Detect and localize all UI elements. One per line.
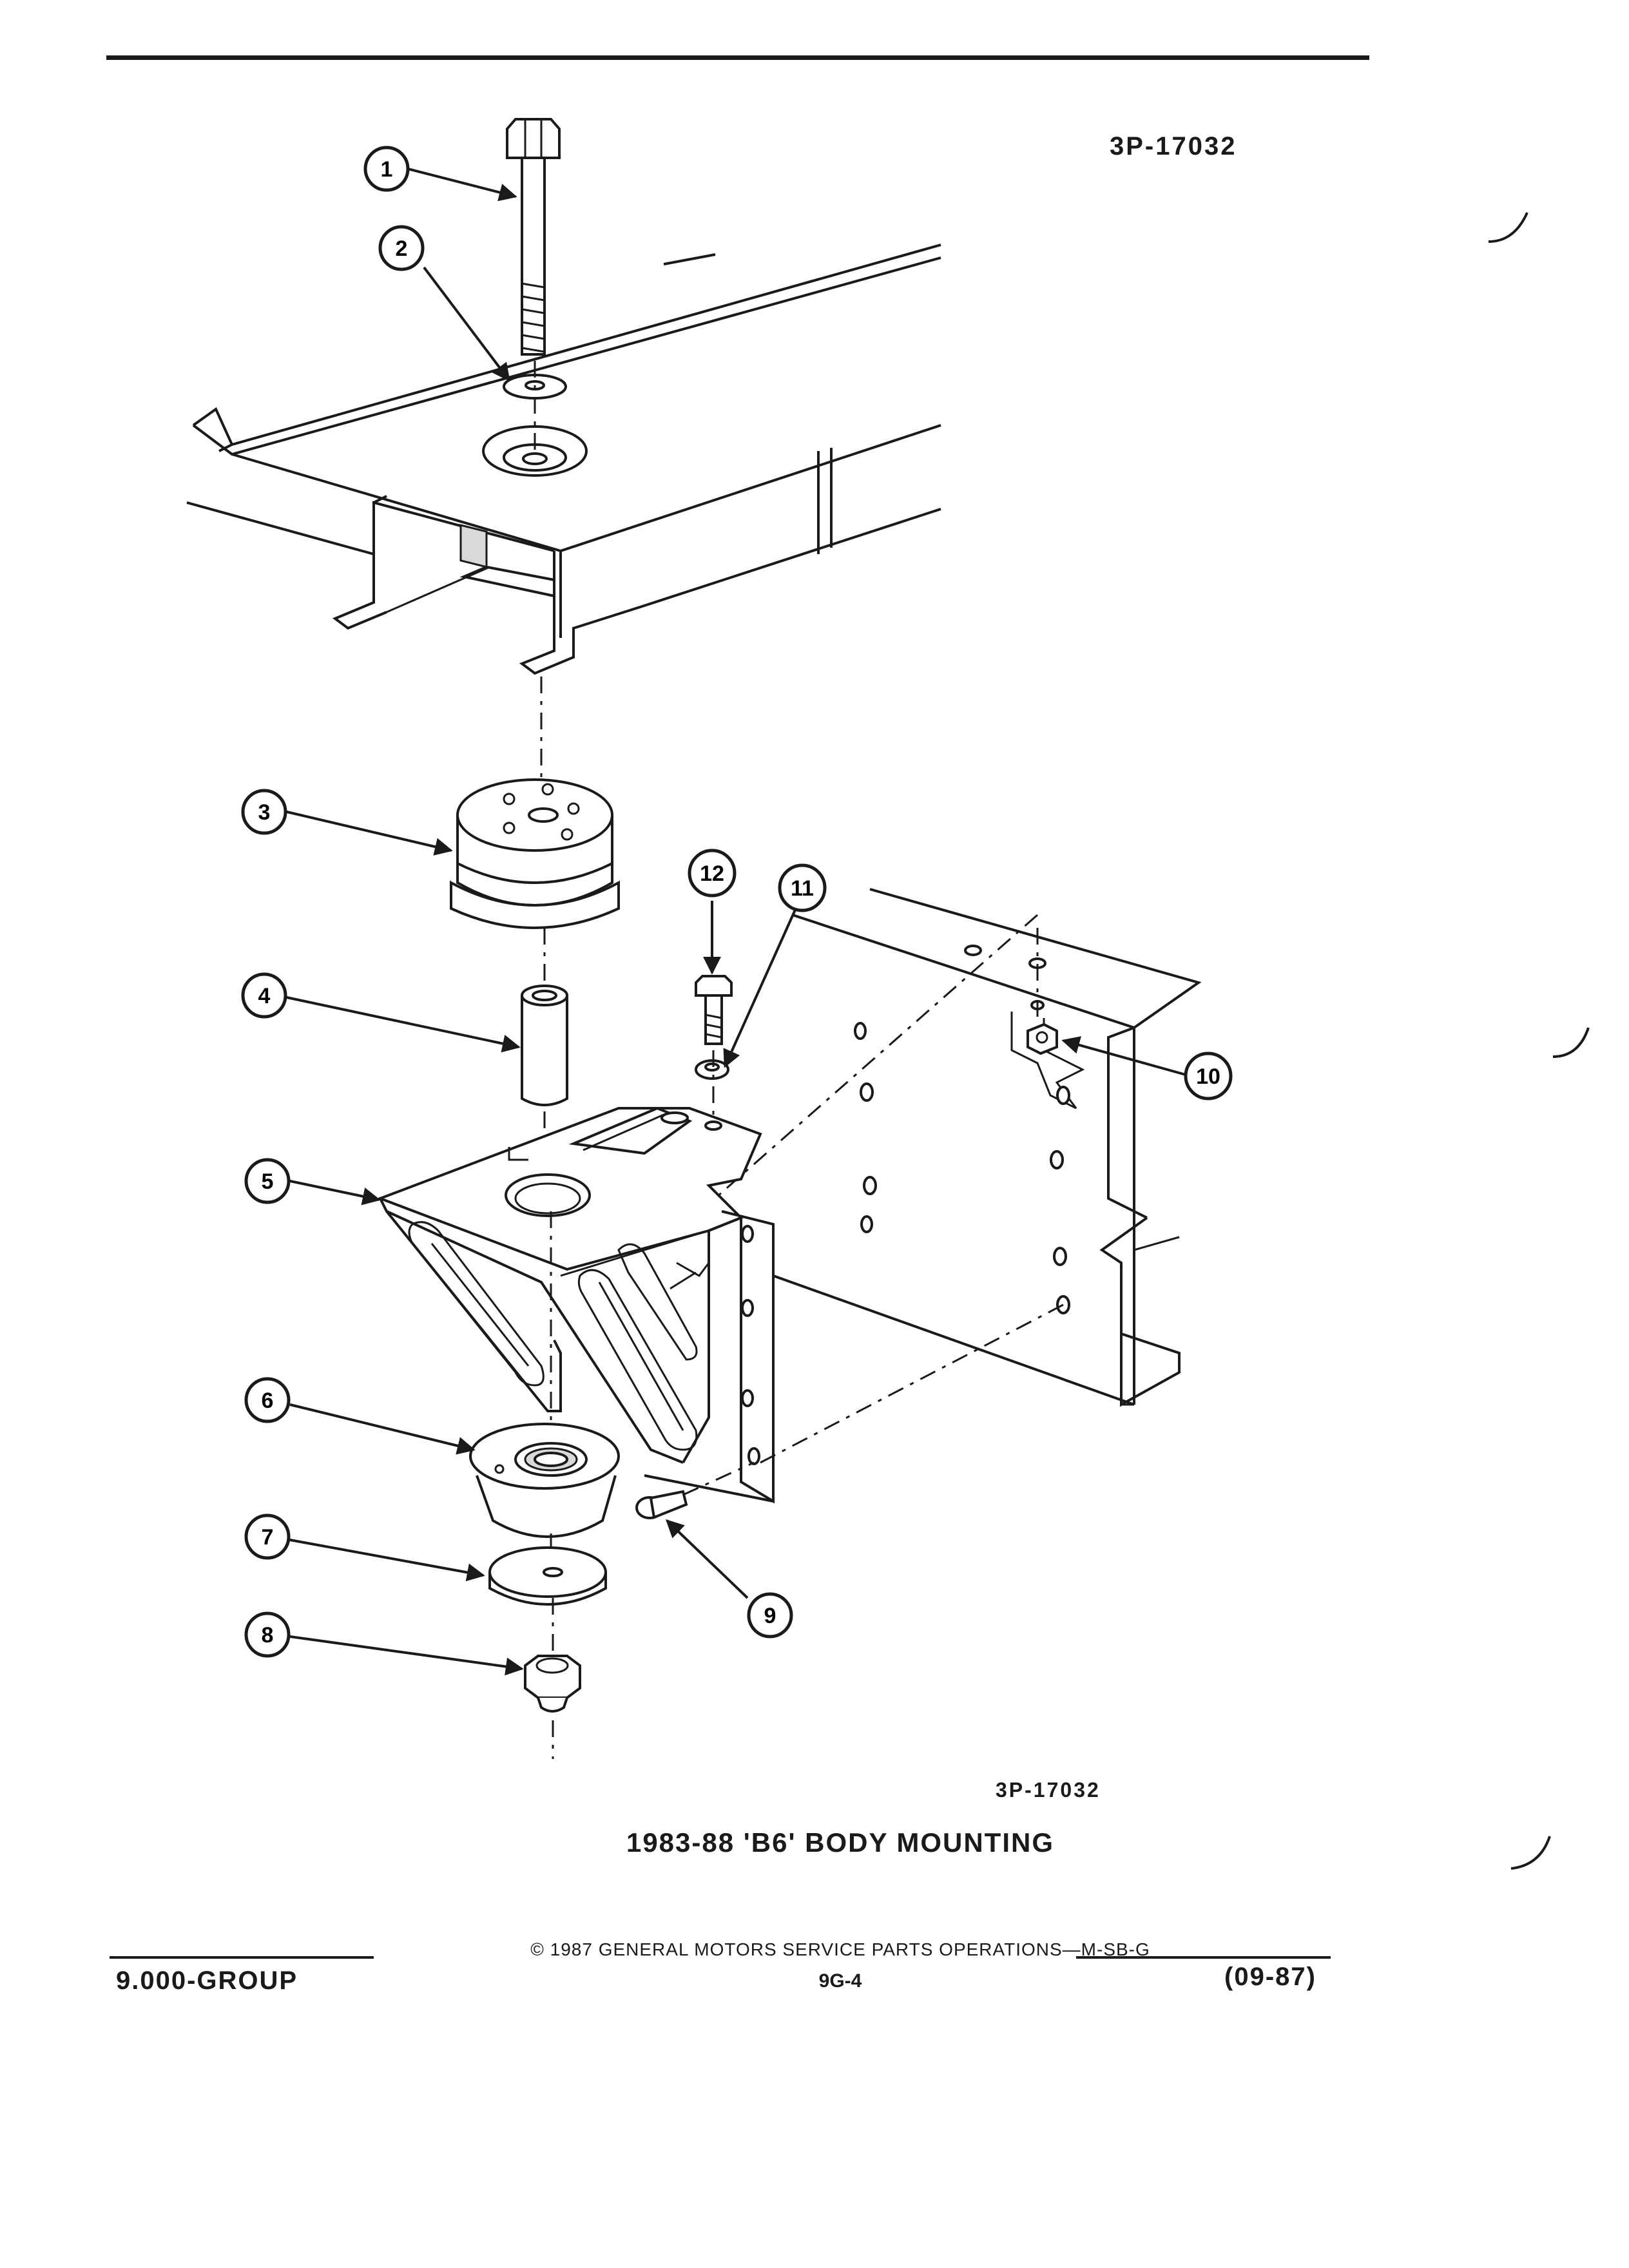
revision-date: (09-87) [1224,1963,1316,1991]
lower-cushion-part-6 [469,1423,620,1538]
frame-rail [773,888,1202,1407]
footer-rule-left [110,1956,374,1959]
svg-text:11: 11 [791,876,814,901]
retainer-part-7 [488,1546,607,1606]
callout-8: 8 [244,1611,291,1658]
bolt-part-1 [506,118,561,356]
svg-text:4: 4 [258,984,271,1008]
cushion-part-3 [450,778,620,929]
group-number: 9.000-GROUP [116,1966,298,1995]
svg-text:10: 10 [1196,1064,1220,1089]
spacer-part-4 [521,985,568,1106]
svg-text:12: 12 [700,861,724,886]
figure-code-bottom: 3P-17032 [996,1778,1101,1802]
svg-text:8: 8 [262,1623,274,1648]
callout-10: 10 [1184,1052,1233,1100]
nut-part-10 [1027,1023,1058,1055]
binder-marks [1488,212,1590,1870]
floor-hole [482,425,588,477]
svg-text:2: 2 [396,236,408,261]
svg-text:6: 6 [262,1389,274,1413]
top-rule [106,55,1369,60]
figure-code-top: 3P-17032 [1110,132,1237,160]
callout-6: 6 [244,1377,291,1423]
callout-5: 5 [244,1158,291,1204]
callout-1: 1 [363,146,410,192]
footer-rule-right [1076,1956,1331,1959]
pin-part-9 [635,1490,688,1519]
copyright-notice: © 1987 GENERAL MOTORS SERVICE PARTS OPER… [530,1939,1150,1959]
svg-text:5: 5 [262,1169,274,1194]
bolt-part-12 [695,975,733,1045]
callout-3: 3 [241,789,287,835]
lock-washer-part-11 [695,1059,729,1080]
bracket-part-5 [376,1106,775,1504]
callout-7: 7 [244,1514,291,1560]
callout-2: 2 [378,225,425,271]
callouts: 1 2 3 4 5 6 7 8 9 10 11 12 [241,146,1233,1676]
page-number: 9G-4 [818,1970,862,1992]
body-floor-pan [186,244,941,675]
svg-text:7: 7 [262,1525,274,1550]
svg-text:9: 9 [764,1604,776,1628]
callout-4: 4 [241,972,287,1019]
svg-text:1: 1 [381,157,393,182]
nut-part-8 [524,1655,581,1713]
figure-caption: 1983-88 'B6' BODY MOUNTING [626,1827,1055,1858]
callout-11: 11 [778,863,827,912]
callout-12: 12 [688,849,737,898]
callout-9: 9 [747,1592,793,1639]
svg-text:3: 3 [258,800,271,825]
